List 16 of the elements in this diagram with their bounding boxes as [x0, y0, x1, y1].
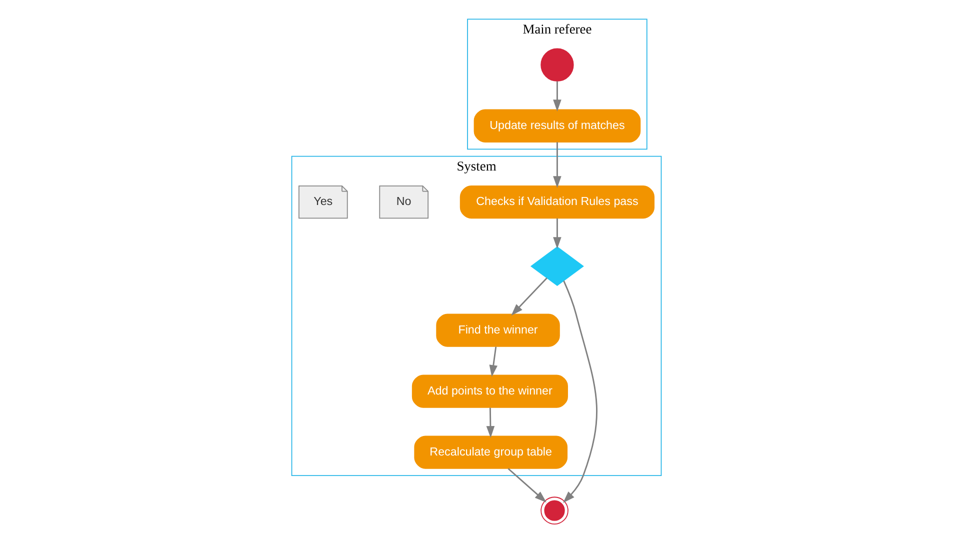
arrow	[511, 277, 548, 316]
arrow	[563, 280, 598, 503]
node-circle	[540, 496, 568, 524]
node-circle	[540, 48, 574, 82]
node-diamond	[530, 246, 584, 286]
node-box: Checks if Validation Rules pass	[460, 186, 655, 219]
arrow	[489, 346, 498, 377]
node-box: Update results of matches	[474, 109, 641, 142]
arrow	[486, 408, 495, 438]
node-box: Add points to the winner	[412, 374, 568, 408]
arrow	[553, 218, 562, 249]
arrow	[508, 468, 546, 503]
node-box: Recalculate group table	[414, 436, 568, 469]
arrow	[553, 142, 562, 188]
arrow	[553, 81, 562, 112]
node-box: Find the winner	[436, 314, 560, 347]
